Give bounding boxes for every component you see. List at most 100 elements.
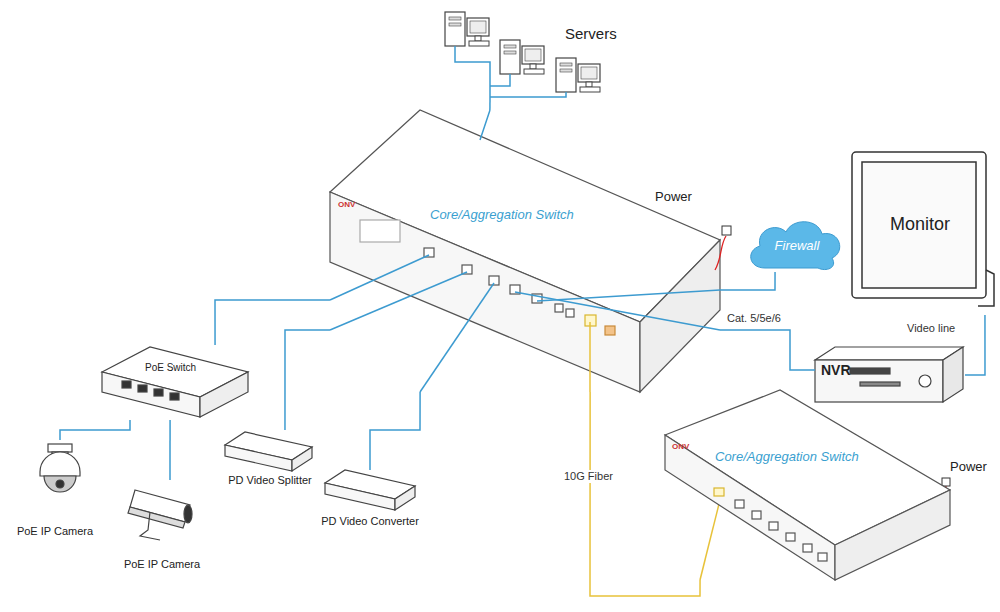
core-switch-top xyxy=(605,326,615,335)
network-cable xyxy=(370,392,420,470)
brand-logo: ONV xyxy=(338,200,355,209)
poe-switch: PoE Switch xyxy=(100,345,250,420)
port-cables xyxy=(537,290,720,301)
node-label: PD Video Splitter xyxy=(222,474,318,487)
core-switch-bottom xyxy=(665,390,950,580)
fiber-cables xyxy=(700,500,720,580)
server-icons xyxy=(445,12,489,46)
network-cable xyxy=(285,330,330,430)
port-cables xyxy=(330,255,429,300)
dome-camera-icon xyxy=(40,444,80,492)
nvr-box xyxy=(850,368,890,374)
node-label: Firewall xyxy=(752,239,842,254)
monitor-icon xyxy=(978,270,994,306)
poe-switch-box xyxy=(138,385,147,392)
splitter-box xyxy=(225,432,312,471)
core-switch-bottom xyxy=(803,544,812,552)
node-label: PoE IP Camera xyxy=(112,558,212,571)
dome-camera-icon xyxy=(48,444,72,452)
node-label: PoE Switch xyxy=(145,362,205,374)
bullet-camera-icon xyxy=(128,507,185,528)
network-cable xyxy=(720,330,815,370)
node-label: PD Video Converter xyxy=(320,515,420,528)
ip-camera: PoE IP Camera xyxy=(112,480,212,580)
node-label: PoE IP Camera xyxy=(5,525,105,538)
network-cable xyxy=(965,315,985,375)
poe-switch-box xyxy=(154,389,163,396)
server-icons xyxy=(556,58,600,92)
power-cords xyxy=(722,226,731,235)
converter-box xyxy=(395,486,415,510)
core-switch-top xyxy=(330,110,720,392)
bullet-camera-icon xyxy=(184,505,192,523)
firewall-cloud: Firewall xyxy=(752,222,842,272)
core-switch-bottom xyxy=(752,511,761,519)
power-label: Power xyxy=(950,460,987,475)
poe-switch-box xyxy=(102,347,248,417)
port-cables xyxy=(480,110,490,140)
poe-switch-box xyxy=(170,393,179,400)
network-cable xyxy=(60,420,130,440)
splitter-box xyxy=(225,445,292,471)
power-label: Power xyxy=(655,190,692,205)
power-cords xyxy=(715,236,726,270)
nvr-box xyxy=(919,375,931,387)
server-group: Servers xyxy=(440,5,640,100)
video-converter: PD Video Converter xyxy=(320,470,420,545)
nvr: NVR xyxy=(815,345,965,405)
core-switch-top xyxy=(330,192,640,392)
node-label: NVR xyxy=(821,362,861,378)
fiber-cables xyxy=(589,322,591,392)
network-cable xyxy=(169,420,171,480)
node-label: Servers xyxy=(565,25,637,42)
server-icons xyxy=(455,46,566,100)
cable-label: Video line xyxy=(905,322,957,335)
node-label: Core/Aggregation Switch xyxy=(430,208,605,223)
nvr-box xyxy=(815,360,943,402)
port-cables xyxy=(420,283,494,392)
core-switch: Core/Aggregation Switch xyxy=(330,110,720,392)
core-switch-bottom xyxy=(818,553,827,561)
nvr-box xyxy=(860,382,900,386)
brand-logo: ONV xyxy=(672,442,689,451)
converter-box xyxy=(325,483,395,510)
node-label: Core/Aggregation Switch xyxy=(715,450,890,465)
poe-switch-box xyxy=(200,372,248,417)
core-switch-top xyxy=(640,240,720,392)
video-splitter: PD Video Splitter xyxy=(222,430,318,500)
cable-label: 10G Fiber xyxy=(562,470,615,483)
nvr-box xyxy=(815,347,963,360)
network-cable xyxy=(489,100,491,110)
monitor: Monitor xyxy=(850,150,990,315)
bullet-camera-icon xyxy=(128,490,192,540)
core-switch: Core/Aggregation Switch xyxy=(665,390,950,580)
core-switch-bottom xyxy=(786,533,795,541)
core-switch-bottom xyxy=(714,488,724,496)
core-switch-top xyxy=(555,304,563,312)
core-switch-top xyxy=(360,220,400,242)
nvr-box xyxy=(815,347,963,402)
cable-label: Cat. 5/5e/6 xyxy=(725,312,783,325)
core-switch-bottom xyxy=(735,500,744,508)
poe-switch-box xyxy=(102,372,200,417)
ip-camera: PoE IP Camera xyxy=(5,440,105,550)
network-cable xyxy=(215,300,330,345)
nvr-box xyxy=(943,347,963,402)
port-cables xyxy=(515,292,720,330)
converter-box xyxy=(325,470,415,510)
dome-camera-icon xyxy=(40,452,80,476)
core-switch-top xyxy=(566,309,574,317)
core-switch-bottom xyxy=(769,522,778,530)
port-cables xyxy=(330,110,720,392)
dome-camera-icon xyxy=(56,480,64,488)
dome-camera-icon xyxy=(44,476,76,492)
fiber-cable xyxy=(590,392,700,596)
power-cords xyxy=(942,478,950,486)
splitter-box xyxy=(292,447,312,471)
node-label: Monitor xyxy=(850,214,990,235)
poe-switch-box xyxy=(122,381,131,388)
server-icons xyxy=(500,40,544,74)
